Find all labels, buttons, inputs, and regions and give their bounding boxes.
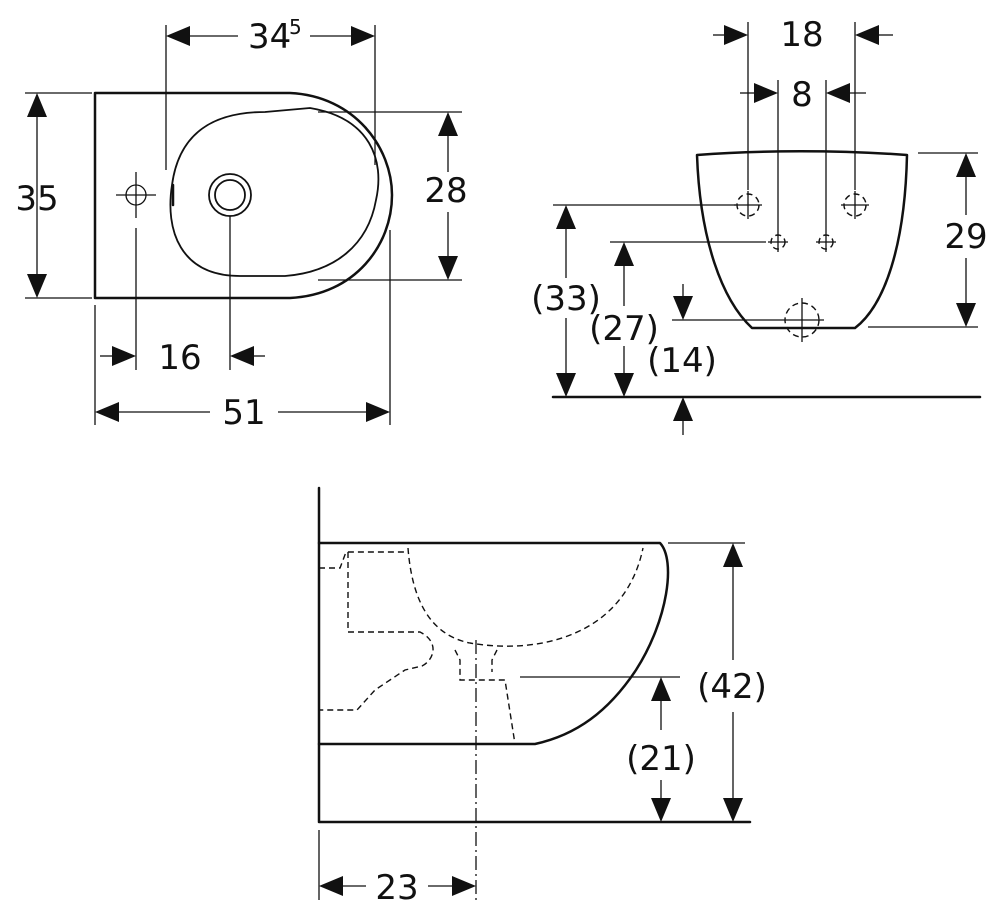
- side-view-inner-bowl: [407, 547, 644, 647]
- fixing-hole-lower-right: [816, 232, 836, 252]
- dim-waste-offset: 23: [375, 868, 418, 908]
- mounting-wall: [317, 486, 752, 824]
- dim-fixing-inner: 8: [791, 75, 813, 115]
- dim-bowl-width: 28: [424, 171, 467, 211]
- fixing-hole-lower-left: [768, 232, 788, 252]
- side-view: (42) (21) 23: [317, 486, 767, 908]
- dim-bowl-length: 34: [248, 17, 291, 57]
- side-view-rear-frame: [319, 551, 434, 711]
- top-view-outline: [93, 91, 394, 300]
- rear-view-outline: [695, 150, 909, 330]
- side-view-waste-pipe: [454, 649, 516, 745]
- dim-fixing-height-outer: (33): [531, 279, 601, 319]
- dim-width: 51: [222, 393, 265, 433]
- fixing-hole-upper-left: [734, 191, 762, 219]
- rear-view: 18 8 29 (33) (27) (14): [531, 15, 988, 435]
- dim-total-height: (42): [697, 667, 767, 707]
- dim-bowl-length-sup: 5: [289, 15, 302, 39]
- top-view-bowl: [169, 107, 380, 277]
- waste-outlet-marker: [780, 298, 824, 342]
- dim-depth: 35: [15, 179, 58, 219]
- dim-fixing-outer: 18: [780, 15, 823, 55]
- dim-waste-height-side: (21): [626, 739, 696, 779]
- top-view: 35 34 5 28 16 51: [15, 15, 467, 433]
- drain-inner-ring: [214, 179, 246, 211]
- dim-tap-offset: 16: [158, 338, 201, 378]
- dim-fixing-height-inner: (27): [589, 309, 659, 349]
- dim-waste-height-rear: (14): [647, 341, 717, 381]
- fixing-hole-upper-right: [841, 191, 869, 219]
- dim-rear-height: 29: [944, 217, 987, 257]
- side-view-outline: [317, 541, 670, 746]
